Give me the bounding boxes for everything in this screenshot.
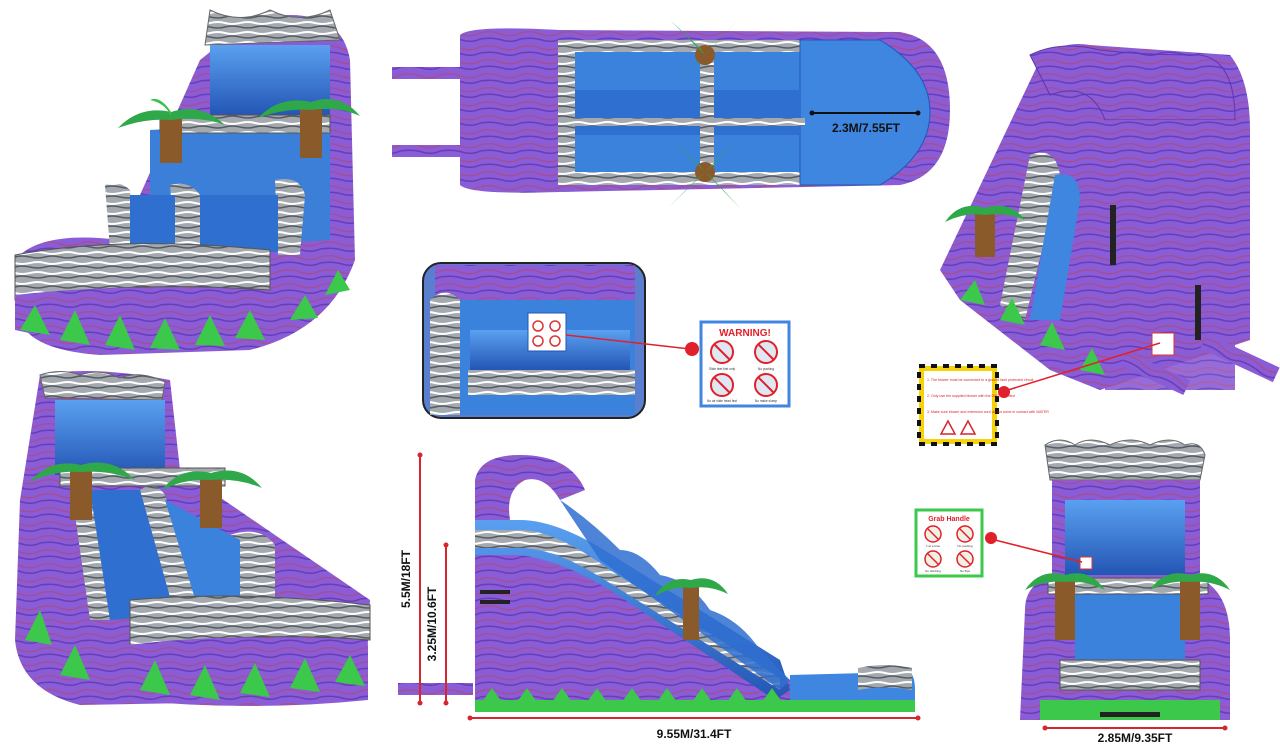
detail-inset-warning-placement [422,262,699,419]
dimension-width-top: 2.3M/7.55FT [832,121,901,135]
palm-top-icon [668,136,742,210]
safety-line-2: 2. Only use the supplied blower with the… [927,394,1015,398]
grab-caption-1: 1 at a time [926,544,940,548]
no-symbol-icon [956,550,974,568]
warning-triangle-icon [959,419,977,435]
view-rear-right [940,44,1280,396]
palm-tree-icon [1025,573,1105,640]
palm-tree-icon [258,99,360,158]
view-side-elevation: 5.5M/18FT 3.25M/10.6FT 9.55M/31.4FT [398,452,921,741]
warning-caption-2: No pushing [758,367,774,371]
palm-tree-icon [945,205,1025,257]
safety-line-1: 1. The blower must be connected to a gro… [927,378,1033,382]
no-symbol-icon [710,373,734,397]
no-symbol-icon [924,525,942,543]
warning-triangle-icon [939,419,957,435]
grab-caption-4: No flips [960,569,971,573]
dimension-height-total: 5.5M/18FT [399,549,413,608]
grab-caption-3: No climbing [925,569,941,573]
view-top-down: 2.3M/7.55FT [392,18,950,210]
warning-caption-4: No make slump [755,399,777,403]
grab-caption-2: No pushing [957,544,973,548]
palm-top-icon [668,18,742,92]
view-front-perspective-lower [15,371,371,706]
palm-tree-icon [1150,573,1230,640]
warning-caption-1: Slide feet first only [709,367,735,371]
warning-caption-3: No air slide head first [707,399,737,403]
palm-tree-icon [655,578,728,640]
view-front-elevation: 2.85M/9.35FT [1020,439,1230,745]
dimension-width-front: 2.85M/9.35FT [1098,731,1173,745]
grab-handle-title: Grab Handle [928,516,970,523]
no-symbol-icon [924,550,942,568]
warning-sign-card: WARNING! Slide feet first only No pushin… [699,320,791,408]
palm-tree-icon [118,98,225,163]
no-symbol-icon [956,525,974,543]
dimension-height-platform: 3.25M/10.6FT [425,586,439,661]
dimension-length: 9.55M/31.4FT [657,727,732,741]
no-symbol-icon [754,340,778,364]
warning-sign-title: WARNING! [719,328,771,339]
safety-notice-card: 1. The blower must be connected to a gro… [917,342,1161,446]
palm-tree-icon [30,462,135,520]
grab-handle-sign-card: Grab Handle 1 at a time No pushing No cl… [914,508,1083,578]
safety-line-3: 3. Make sure blower and extension cord d… [927,410,1049,414]
no-symbol-icon [754,373,778,397]
palm-tree-icon [162,470,262,528]
no-symbol-icon [710,340,734,364]
view-front-left-perspective [14,9,360,355]
